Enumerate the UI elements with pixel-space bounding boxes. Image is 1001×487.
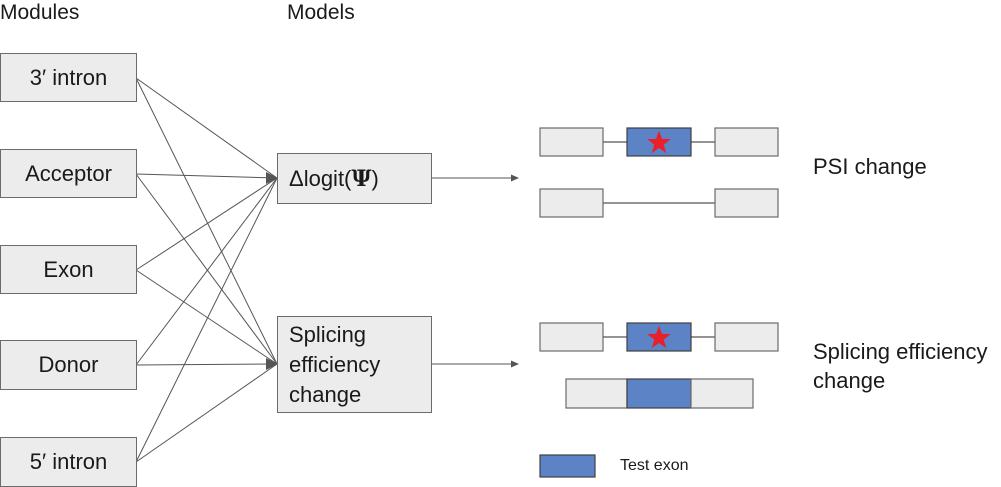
output-splicing-efficiency-label: Splicing efficiency change — [813, 339, 988, 393]
modules-header: Modules — [0, 1, 80, 24]
model-splicing-label: Splicing efficiency change — [289, 321, 381, 407]
upstream-exon — [539, 322, 604, 352]
psi-inclusion-isoform — [539, 127, 779, 157]
models-header: Models — [287, 1, 355, 24]
connector-5intron-psi — [135, 177, 278, 463]
module-label: 3′ intron — [29, 64, 108, 90]
module-label: Exon — [43, 256, 94, 282]
module-donor: Donor — [0, 340, 137, 390]
test-exon — [626, 378, 692, 409]
downstream-exon — [714, 127, 779, 157]
module-label: Acceptor — [25, 160, 112, 186]
psi-skipping-isoform — [539, 188, 779, 218]
splicing-spliced-isoform — [539, 322, 779, 352]
connector-lines — [135, 77, 278, 463]
module-5-intron: 5′ intron — [0, 437, 137, 487]
connector-exon-psi — [135, 177, 278, 271]
connector-acceptor-splicing — [135, 173, 278, 365]
retained-upstream-region — [565, 378, 628, 409]
module-acceptor: Acceptor — [0, 149, 137, 198]
upstream-exon — [539, 127, 604, 157]
mutation-star-icon — [647, 325, 671, 349]
model-psi-label: Δlogit(Ψ) — [289, 165, 379, 192]
connector-exon-splicing — [135, 269, 278, 365]
arrowhead-psi-input — [266, 172, 278, 184]
connector-3intron-psi — [135, 77, 278, 179]
retained-downstream-region — [690, 378, 754, 409]
module-exon: Exon — [0, 245, 137, 294]
output-psi-change-label: PSI change — [813, 154, 927, 179]
upstream-exon — [539, 188, 604, 218]
arrowhead-splicing-input — [266, 358, 278, 370]
mutation-star-icon — [647, 130, 671, 154]
legend-test-exon-swatch — [539, 454, 596, 478]
downstream-exon — [714, 188, 779, 218]
connector-donor-psi — [135, 177, 278, 366]
model-delta-logit-psi: Δlogit(Ψ) — [277, 153, 432, 204]
connector-5intron-splicing — [135, 363, 278, 463]
downstream-exon — [714, 322, 779, 352]
splicing-unspliced-isoform — [565, 378, 754, 409]
module-label: 5′ intron — [29, 449, 108, 474]
model-splicing-efficiency-change: Splicing efficiency change — [277, 316, 432, 413]
connector-3intron-splicing — [135, 77, 278, 365]
connector-donor-splicing — [135, 363, 278, 366]
legend-test-exon-label: Test exon — [620, 457, 689, 474]
connector-acceptor-psi — [135, 173, 278, 179]
psi-symbol: Ψ — [351, 165, 372, 192]
module-label: Donor — [38, 352, 99, 377]
module-3-intron: 3′ intron — [0, 53, 137, 102]
